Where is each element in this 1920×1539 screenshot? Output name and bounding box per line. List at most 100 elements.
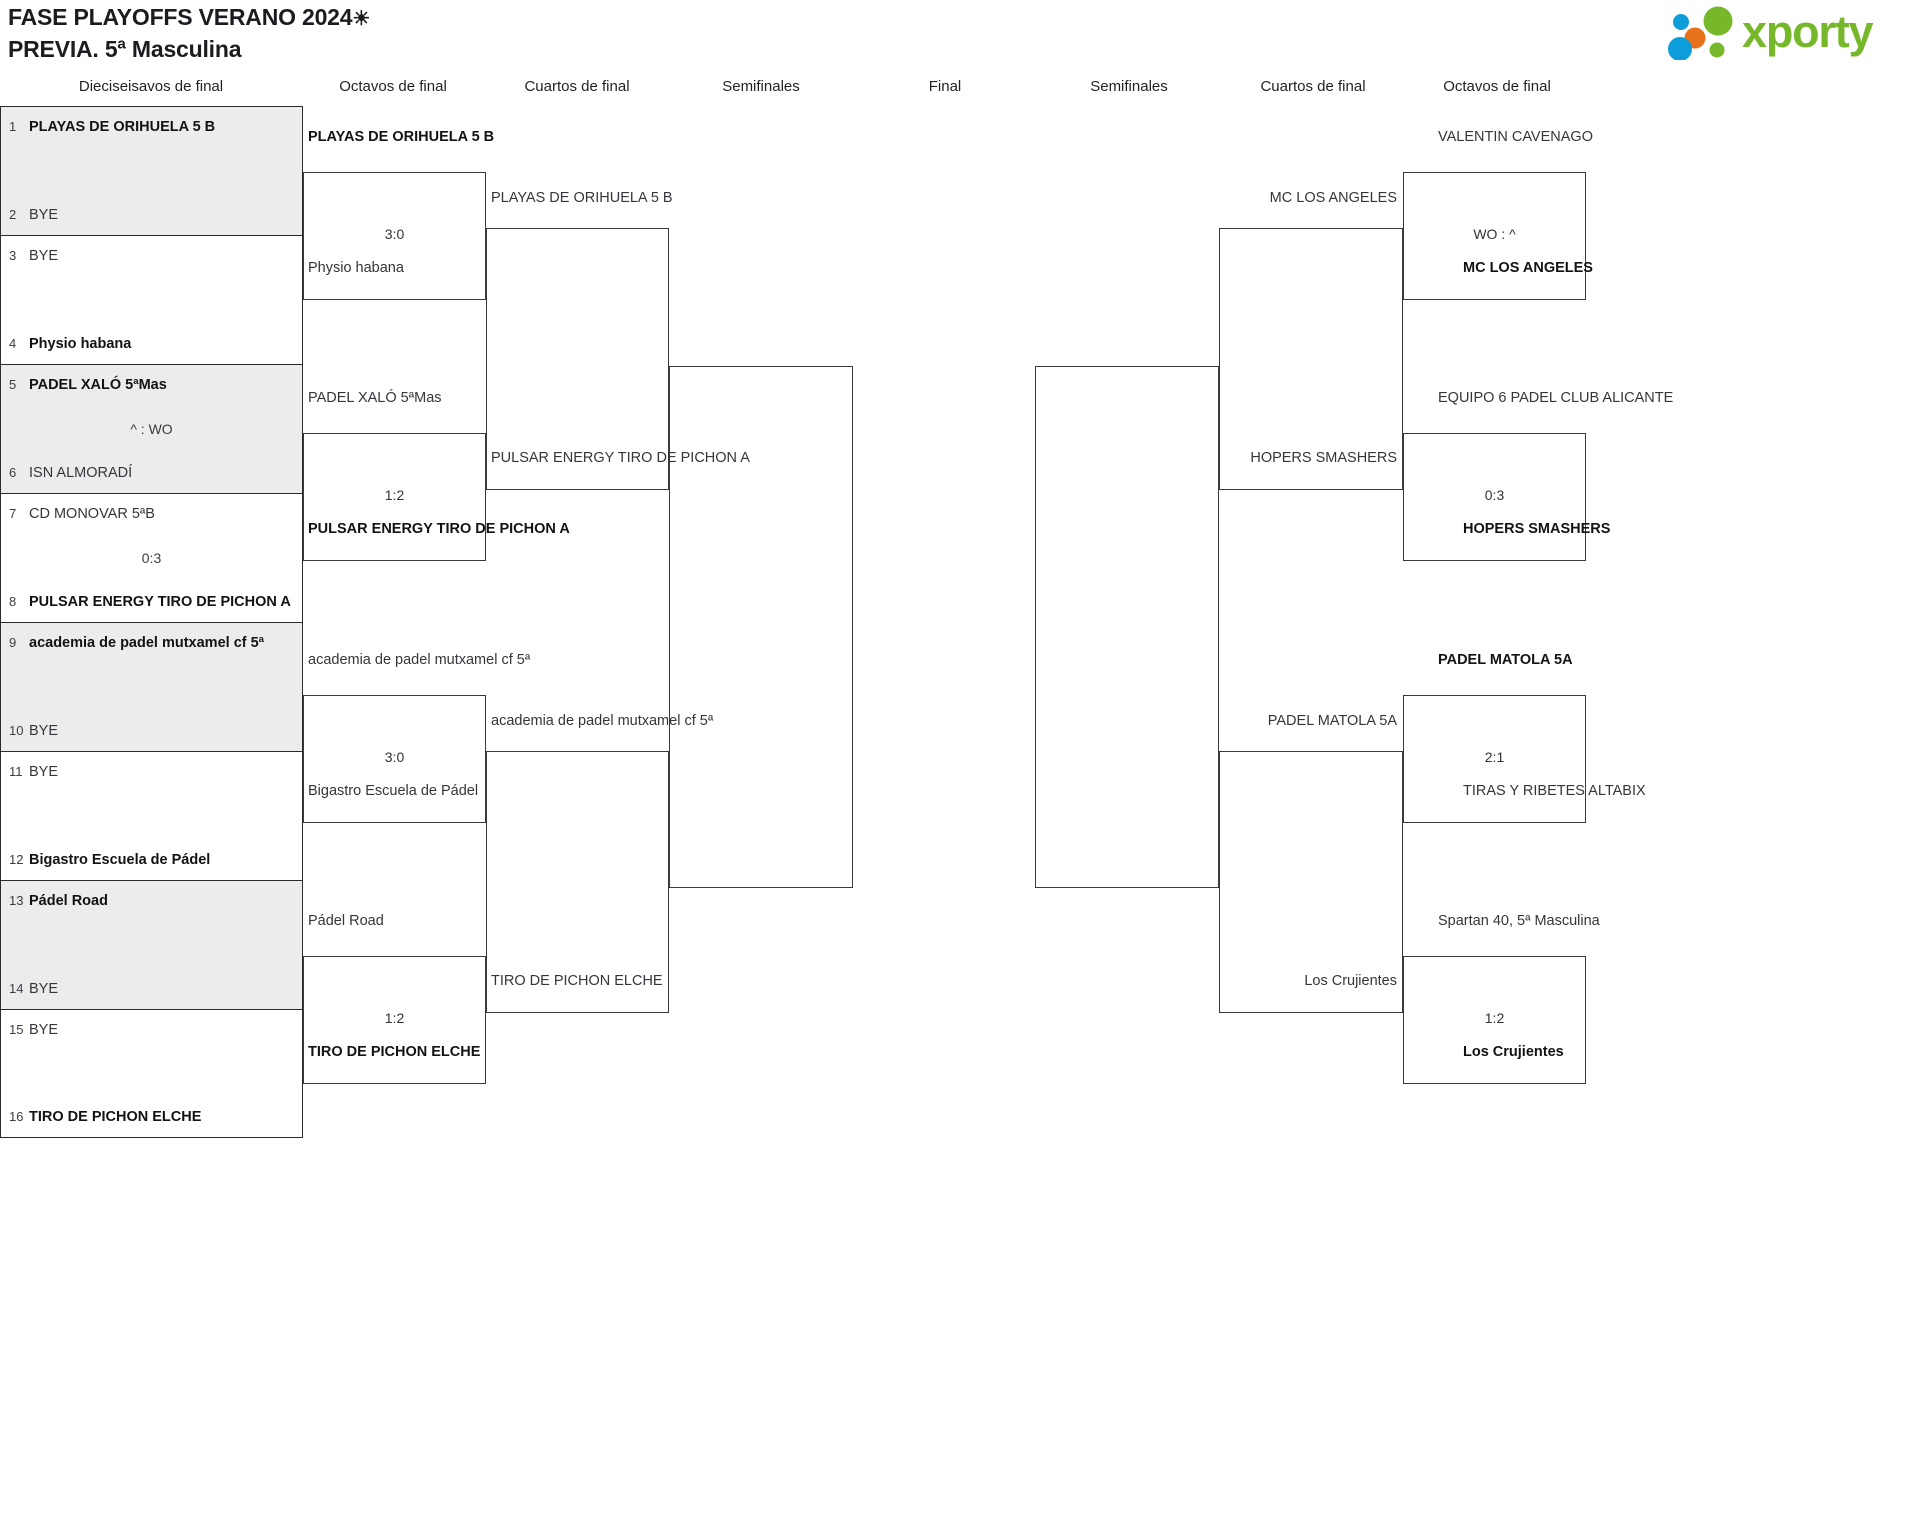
cuartos-left-box-0[interactable] [486, 228, 669, 490]
xporty-logo[interactable]: xporty [1666, 4, 1916, 62]
seed-row: 10 BYE [9, 721, 296, 741]
semifinal-left-box[interactable] [669, 366, 853, 888]
cuartos-right-box-1[interactable] [1219, 751, 1403, 1013]
match-team-label: Los Crujientes [1463, 1044, 1564, 1060]
match-team-label: PADEL XALÓ 5ªMas [308, 390, 442, 406]
seed-row: 15 BYE [9, 1020, 296, 1040]
cuartos-left-box-1[interactable] [486, 751, 669, 1013]
seed-row: 12 Bigastro Escuela de Pádel [9, 850, 296, 870]
sun-icon: ☀ [352, 8, 371, 30]
seed-team-name: BYE [29, 764, 59, 780]
seed-team-name: Bigastro Escuela de Pádel [29, 852, 211, 868]
title-line-1: FASE PLAYOFFS VERANO 2024 [8, 4, 353, 30]
seed-number: 8 [9, 594, 17, 609]
seed-team-name: BYE [29, 207, 59, 223]
round-header-5: Semifinales [1090, 78, 1168, 95]
round-header-0: Dieciseisavos de final [78, 78, 224, 95]
seed-number: 11 [9, 764, 23, 779]
seed-team-name: academia de padel mutxamel cf 5ª [29, 635, 265, 651]
seed-number: 2 [9, 207, 17, 222]
seed-team-name: BYE [29, 1022, 59, 1038]
octavos-right-box-0[interactable] [1403, 172, 1586, 300]
octavos-right-box-3[interactable] [1403, 956, 1586, 1084]
seed-team-name: PULSAR ENERGY TIRO DE PICHON A [29, 594, 291, 610]
seed-team-name: CD MONOVAR 5ªB [29, 506, 155, 522]
seed-match-block[interactable]: 5 PADEL XALÓ 5ªMas 6 ISN ALMORADÍ ^ : WO [0, 364, 303, 493]
seed-number: 10 [9, 723, 24, 738]
seed-number: 6 [9, 465, 17, 480]
seed-team-name: BYE [29, 248, 59, 264]
octavos-left-box-0[interactable] [303, 172, 486, 300]
round-header-2: Cuartos de final [524, 78, 630, 95]
seed-match-block[interactable]: 9 academia de padel mutxamel cf 5ª 10 BYE [0, 622, 303, 751]
match-team-label: TIRAS Y RIBETES ALTABIX [1463, 783, 1646, 799]
cuartos-right-box-0[interactable] [1219, 228, 1403, 490]
match-team-label: academia de padel mutxamel cf 5ª [491, 713, 714, 729]
logo-dots-icon [1668, 6, 1733, 60]
round-header-7: Octavos de final [1443, 78, 1551, 95]
seed-row: 6 ISN ALMORADÍ [9, 463, 296, 483]
seed-row: 4 Physio habana [9, 334, 296, 354]
page-header: FASE PLAYOFFS VERANO 2024☀ PREVIA. 5ª Ma… [0, 0, 1920, 72]
match-team-label: PADEL MATOLA 5A [1438, 652, 1573, 668]
seed-number: 5 [9, 377, 17, 392]
seed-number: 15 [9, 1022, 24, 1037]
seed-row: 5 PADEL XALÓ 5ªMas [9, 375, 296, 395]
round-header-6: Cuartos de final [1260, 78, 1366, 95]
seed-row: 9 academia de padel mutxamel cf 5ª [9, 633, 296, 653]
seed-team-name: Pádel Road [29, 893, 108, 909]
seed-team-name: BYE [29, 723, 59, 739]
seed-team-name: ISN ALMORADÍ [29, 465, 133, 481]
round-header-3: Semifinales [722, 78, 800, 95]
match-team-label: PADEL MATOLA 5A [1267, 713, 1397, 729]
octavos-right-box-2[interactable] [1403, 695, 1586, 823]
match-team-label: Pádel Road [308, 913, 384, 929]
seed-team-name: PADEL XALÓ 5ªMas [29, 377, 167, 393]
seed-match-score: ^ : WO [130, 421, 173, 437]
match-team-label: Los Crujientes [1304, 973, 1397, 989]
seed-team-name: BYE [29, 981, 59, 997]
match-team-label: VALENTIN CAVENAGO [1438, 129, 1593, 145]
seed-row: 11 BYE [9, 762, 296, 782]
seed-row: 2 BYE [9, 205, 296, 225]
match-team-label: PLAYAS DE ORIHUELA 5 B [491, 190, 673, 206]
octavos-left-box-2[interactable] [303, 695, 486, 823]
match-team-label: EQUIPO 6 PADEL CLUB ALICANTE [1438, 390, 1674, 406]
round-header-1: Octavos de final [339, 78, 447, 95]
seed-row: 8 PULSAR ENERGY TIRO DE PICHON A [9, 592, 296, 612]
seed-number: 12 [9, 852, 24, 867]
seed-team-name: PLAYAS DE ORIHUELA 5 B [29, 119, 216, 135]
match-team-label: PULSAR ENERGY TIRO DE PICHON A [308, 521, 570, 537]
seed-team-name: Physio habana [29, 336, 132, 352]
octavos-right-box-1[interactable] [1403, 433, 1586, 561]
round-header-4: Final [928, 78, 962, 95]
seed-match-block[interactable]: 11 BYE 12 Bigastro Escuela de Pádel [0, 751, 303, 880]
octavos-left-box-1[interactable] [303, 433, 486, 561]
seed-number: 9 [9, 635, 17, 650]
match-team-label: Bigastro Escuela de Pádel [308, 783, 479, 799]
seed-number: 4 [9, 336, 17, 351]
match-team-label: TIRO DE PICHON ELCHE [308, 1044, 481, 1060]
semifinal-right-box[interactable] [1035, 366, 1219, 888]
page-title: FASE PLAYOFFS VERANO 2024☀ PREVIA. 5ª Ma… [8, 2, 370, 64]
logo-wordmark: xporty [1742, 6, 1874, 57]
match-team-label: academia de padel mutxamel cf 5ª [308, 652, 531, 668]
match-team-label: Spartan 40, 5ª Masculina [1438, 913, 1600, 929]
octavos-left-box-3[interactable] [303, 956, 486, 1084]
title-line-2: PREVIA. 5ª Masculina [8, 36, 242, 62]
match-team-label: HOPERS SMASHERS [1250, 450, 1397, 466]
match-team-label: PLAYAS DE ORIHUELA 5 B [308, 129, 495, 145]
